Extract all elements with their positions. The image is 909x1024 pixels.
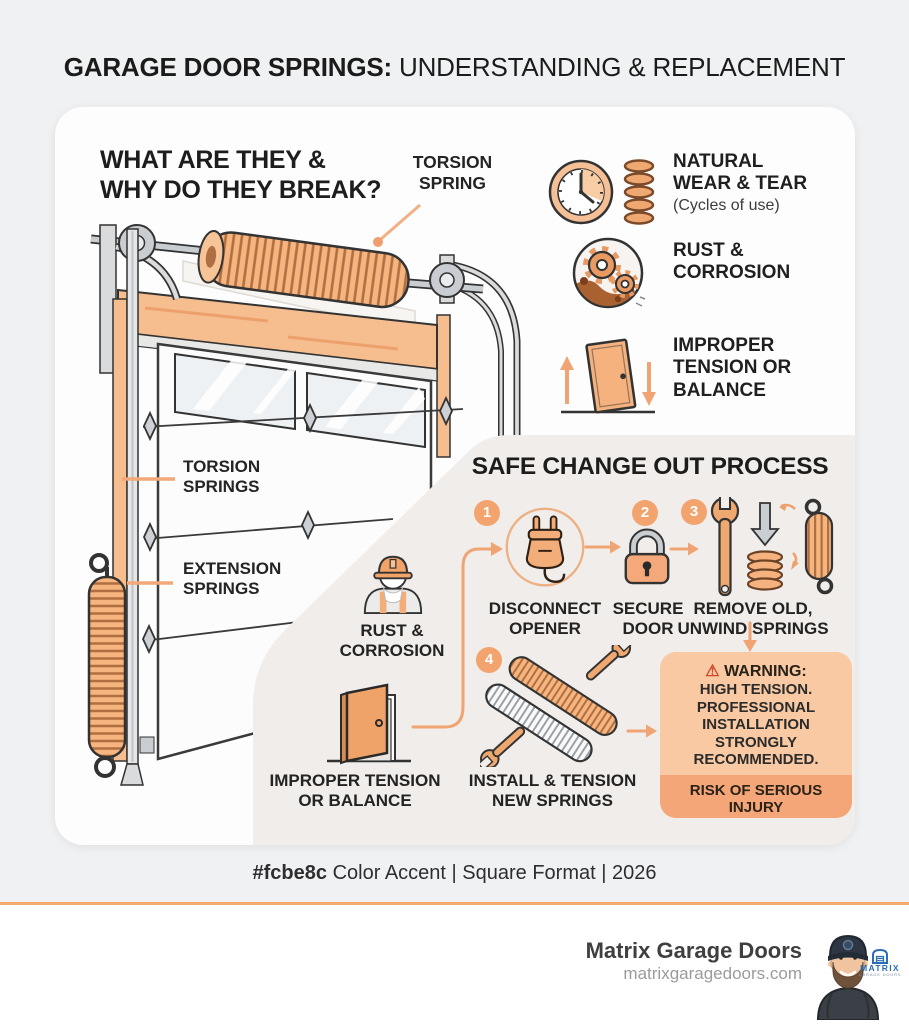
matrix-logo-sub: GARAGE DOORS: [858, 972, 902, 978]
label-leaders: [122, 477, 175, 585]
warning-title: ⚠ WARNING:: [705, 663, 807, 680]
wrench-bottom: [480, 726, 526, 767]
tilted-door-icon: [560, 338, 656, 414]
torsion-spring-callout: TORSION SPRING: [412, 152, 493, 193]
footer-caption-hex: #fcbe8c: [252, 862, 328, 884]
what-heading: WHAT ARE THEY & WHY DO THEY BREAK?: [100, 146, 382, 204]
step3-badge: 3: [681, 499, 707, 525]
step4-label: INSTALL & TENSION NEW SPRINGS: [468, 771, 637, 811]
brand-block: Matrix Garage Doors matrixgaragedoors.co…: [586, 938, 802, 985]
garage-arch-icon: [872, 948, 888, 964]
right-track-curves: [442, 261, 521, 447]
new-spring-steel: [485, 683, 593, 763]
install-springs-icon: [480, 645, 632, 767]
footer-caption: #fcbe8c Color Accent | Square Format | 2…: [0, 862, 909, 885]
extension-springs-label: EXTENSION SPRINGS: [183, 559, 282, 599]
rusty-gears-icon: [572, 237, 646, 309]
torsion-callout-leader: [373, 203, 421, 247]
warning-top: ⚠ WARNING: HIGH TENSION. PROFESSIONAL IN…: [660, 652, 852, 775]
wrench: [710, 497, 740, 597]
process-cause-rust-label: RUST & CORROSION: [339, 621, 445, 661]
garage-door-illustration: [87, 203, 521, 786]
main-card: WHAT ARE THEY & WHY DO THEY BREAK? TORSI…: [55, 107, 855, 845]
door-bottom-tab: [139, 736, 155, 754]
cause-wear-title: NATURAL WEAR & TEAR: [673, 151, 808, 195]
accent-divider: [0, 902, 909, 905]
disconnect-plug-icon: [505, 507, 585, 587]
step2-label: SECURE DOOR: [612, 599, 684, 639]
track-foot: [120, 763, 144, 786]
step1-badge: 1: [474, 500, 500, 526]
brand-avatar: [816, 934, 880, 1020]
warning-triangle-icon: ⚠: [705, 663, 720, 680]
matrix-logo: MATRIX GARAGE DOORS: [855, 948, 905, 978]
cause-rust: RUST & CORROSION: [673, 240, 791, 284]
process-cause-tension-label: IMPROPER TENSION OR BALANCE: [269, 771, 441, 811]
open-door-icon: [327, 683, 411, 765]
process-heading: SAFE CHANGE OUT PROCESS: [471, 453, 829, 480]
step4-badge: 4: [476, 647, 502, 673]
brand-site[interactable]: matrixgaragedoors.com: [623, 964, 802, 984]
footer-caption-rest: Color Accent | Square Format | 2026: [327, 862, 657, 884]
torsion-spring-coil: [197, 229, 410, 309]
step2-badge: 2: [632, 500, 658, 526]
page-title-rest: UNDERSTANDING & REPLACEMENT: [391, 52, 846, 82]
wrench-top: [585, 645, 632, 681]
warning-risk: RISK OF SERIOUS INJURY: [660, 774, 852, 818]
worker-icon: [363, 555, 423, 615]
unwind-down-arrow: [750, 502, 780, 547]
warning-box: ⚠ WARNING: HIGH TENSION. PROFESSIONAL IN…: [660, 652, 852, 818]
new-spring-orange: [508, 656, 618, 736]
torsion-springs-label: TORSION SPRINGS: [183, 457, 261, 497]
cause-wear: NATURAL WEAR & TEAR (Cycles of use): [673, 151, 848, 216]
warning-body: HIGH TENSION. PROFESSIONAL INSTALLATION …: [693, 681, 819, 769]
clock-spring-icon: [548, 159, 655, 225]
roller-hinges: [142, 395, 453, 655]
matrix-logo-text: MATRIX: [860, 963, 900, 973]
right-drum: [429, 262, 465, 298]
extension-spring: [87, 553, 127, 778]
footer-area: [0, 905, 909, 1024]
step3-label: REMOVE OLD, UNWIND SPRINGS: [677, 599, 829, 639]
unwind-springs-icon: [710, 497, 834, 597]
secure-lock-icon: [624, 528, 670, 585]
cause-wear-sub: (Cycles of use): [673, 196, 780, 214]
cause-tension: IMPROPER TENSION OR BALANCE: [673, 335, 792, 401]
page-title-bold: GARAGE DOOR SPRINGS:: [63, 52, 392, 82]
step1-label: DISCONNECT OPENER: [488, 599, 602, 639]
small-coil: [746, 550, 784, 591]
page-title: GARAGE DOOR SPRINGS: UNDERSTANDING & REP…: [0, 52, 909, 83]
brand-name: Matrix Garage Doors: [585, 938, 802, 963]
old-spring: [804, 498, 834, 595]
